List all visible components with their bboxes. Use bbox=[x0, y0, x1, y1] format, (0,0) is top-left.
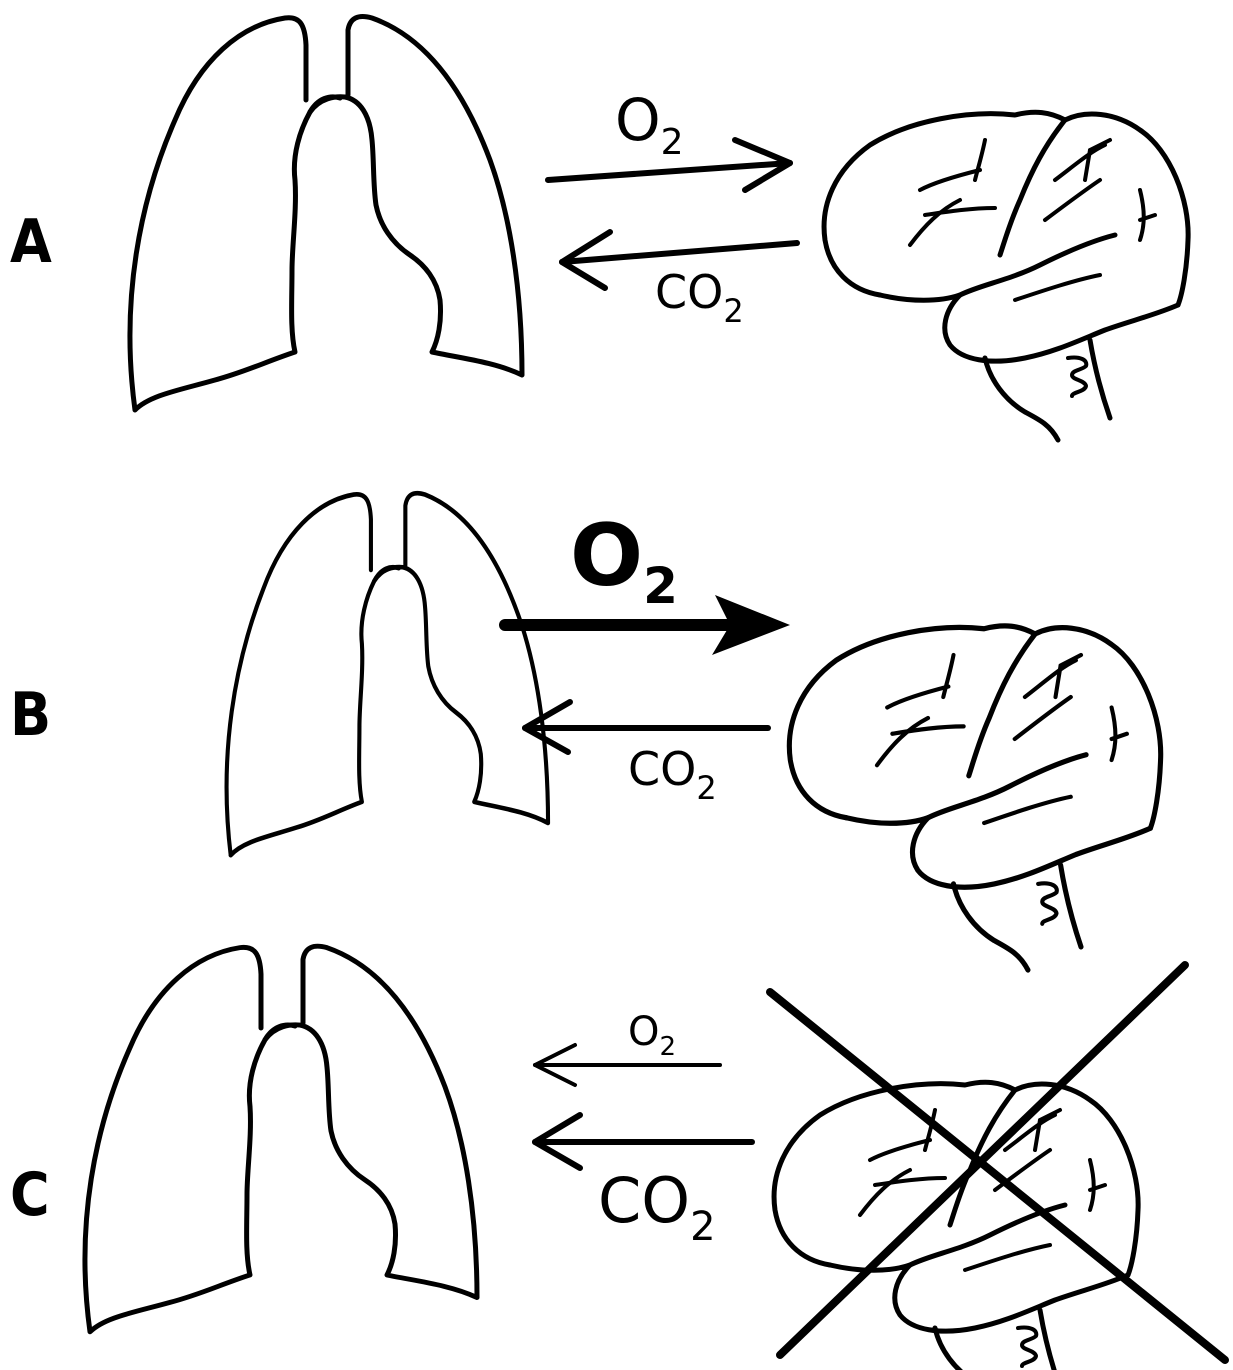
lungs-icon-a bbox=[130, 17, 522, 411]
o2-label-b: O2 bbox=[570, 506, 678, 615]
row-a: A O2 CO2 bbox=[10, 17, 1188, 441]
row-letter-b: B bbox=[10, 680, 51, 750]
lungs-icon-c bbox=[85, 946, 477, 1332]
row-letter-a: A bbox=[10, 207, 52, 277]
lungs-icon-b bbox=[227, 493, 548, 855]
co2-label-a: CO2 bbox=[655, 265, 744, 330]
brain-icon-b bbox=[789, 626, 1160, 970]
o2-label-a: O2 bbox=[615, 86, 684, 163]
row-letter-c: C bbox=[10, 1160, 50, 1230]
co2-label-c: CO2 bbox=[598, 1164, 716, 1250]
row-b: B O2 CO2 bbox=[10, 493, 1161, 970]
row-c: C O2 CO2 bbox=[10, 946, 1225, 1370]
cross-out-mark bbox=[770, 965, 1225, 1360]
co2-arrow-c bbox=[535, 1115, 752, 1168]
brain-icon-a bbox=[824, 112, 1188, 440]
brain-icon-c bbox=[774, 1082, 1138, 1370]
co2-label-b: CO2 bbox=[628, 742, 717, 807]
o2-label-c: O2 bbox=[628, 1009, 676, 1062]
